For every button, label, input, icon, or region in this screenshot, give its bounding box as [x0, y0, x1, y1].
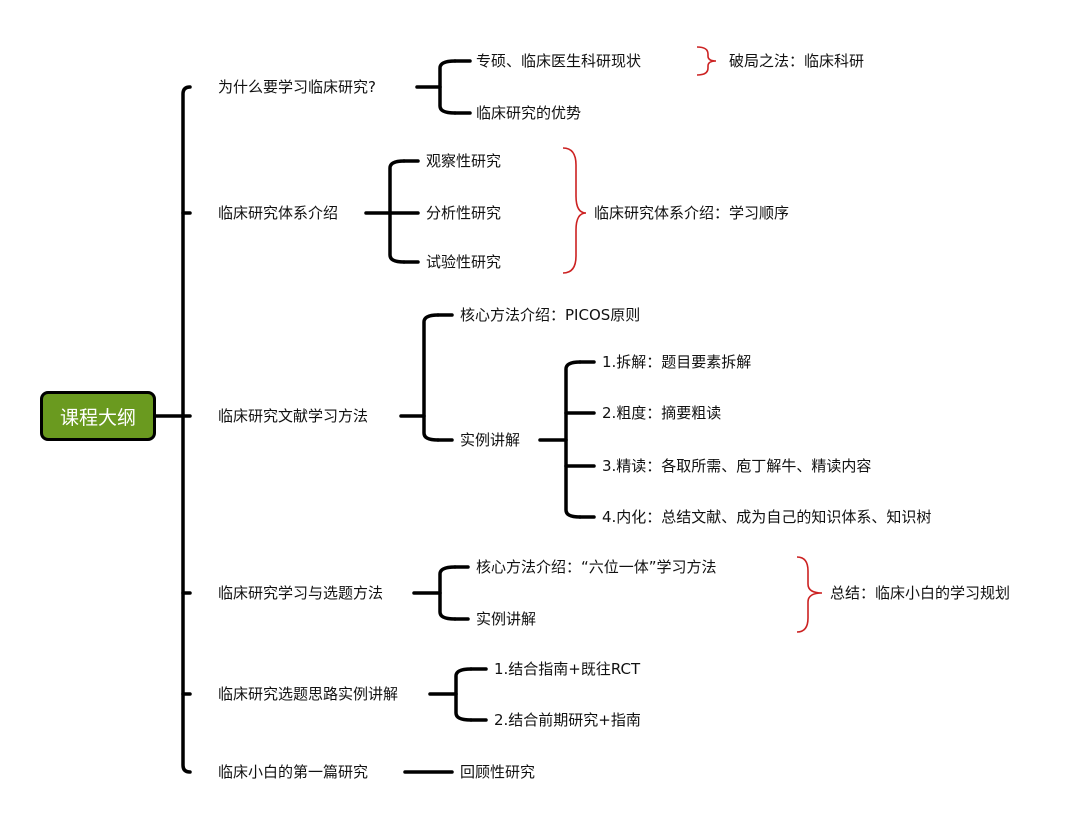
- brace-1: [696, 46, 717, 76]
- section-2-child-2[interactable]: 分析性研究: [426, 204, 502, 222]
- section-3-child-1[interactable]: 核心方法介绍：PICOS原则: [460, 306, 641, 324]
- section-2-child-1[interactable]: 观察性研究: [426, 152, 502, 170]
- section-3-step-2[interactable]: 2.粗度：摘要粗读: [602, 404, 722, 422]
- section-3-step-3[interactable]: 3.精读：各取所需、庖丁解牛、精读内容: [602, 457, 872, 475]
- section-3-step-1[interactable]: 1.拆解：题目要素拆解: [602, 353, 752, 371]
- root-node[interactable]: 课程大纲: [40, 391, 156, 441]
- section-5-child-1[interactable]: 1.结合指南+既往RCT: [494, 660, 641, 678]
- section-1-child-2[interactable]: 临床研究的优势: [476, 104, 582, 122]
- section-2-note[interactable]: 临床研究体系介绍：学习顺序: [594, 204, 790, 222]
- section-1-child-1[interactable]: 专硕、临床医生科研现状: [476, 52, 642, 70]
- section-3-title[interactable]: 临床研究文献学习方法: [218, 407, 369, 425]
- section-6-title[interactable]: 临床小白的第一篇研究: [218, 763, 369, 781]
- section-2-title[interactable]: 临床研究体系介绍: [218, 204, 339, 222]
- section-6-child-1[interactable]: 回顾性研究: [460, 763, 536, 781]
- section-4-child-1[interactable]: 核心方法介绍：“六位一体”学习方法: [476, 558, 717, 576]
- brace-3: [796, 556, 823, 633]
- section-5-child-2[interactable]: 2.结合前期研究+指南: [494, 711, 641, 729]
- section-1-title[interactable]: 为什么要学习临床研究?: [218, 78, 376, 96]
- section-3-child-2[interactable]: 实例讲解: [460, 431, 521, 449]
- brace-2: [562, 147, 587, 274]
- section-4-title[interactable]: 临床研究学习与选题方法: [218, 584, 384, 602]
- section-4-child-2[interactable]: 实例讲解: [476, 610, 537, 628]
- section-5-title[interactable]: 临床研究选题思路实例讲解: [218, 685, 399, 703]
- section-2-child-3[interactable]: 试验性研究: [426, 253, 502, 271]
- section-4-note[interactable]: 总结：临床小白的学习规划: [830, 584, 1011, 602]
- section-3-step-4[interactable]: 4.内化：总结文献、成为自己的知识体系、知识树: [602, 508, 932, 526]
- section-1-note[interactable]: 破局之法：临床科研: [729, 52, 865, 70]
